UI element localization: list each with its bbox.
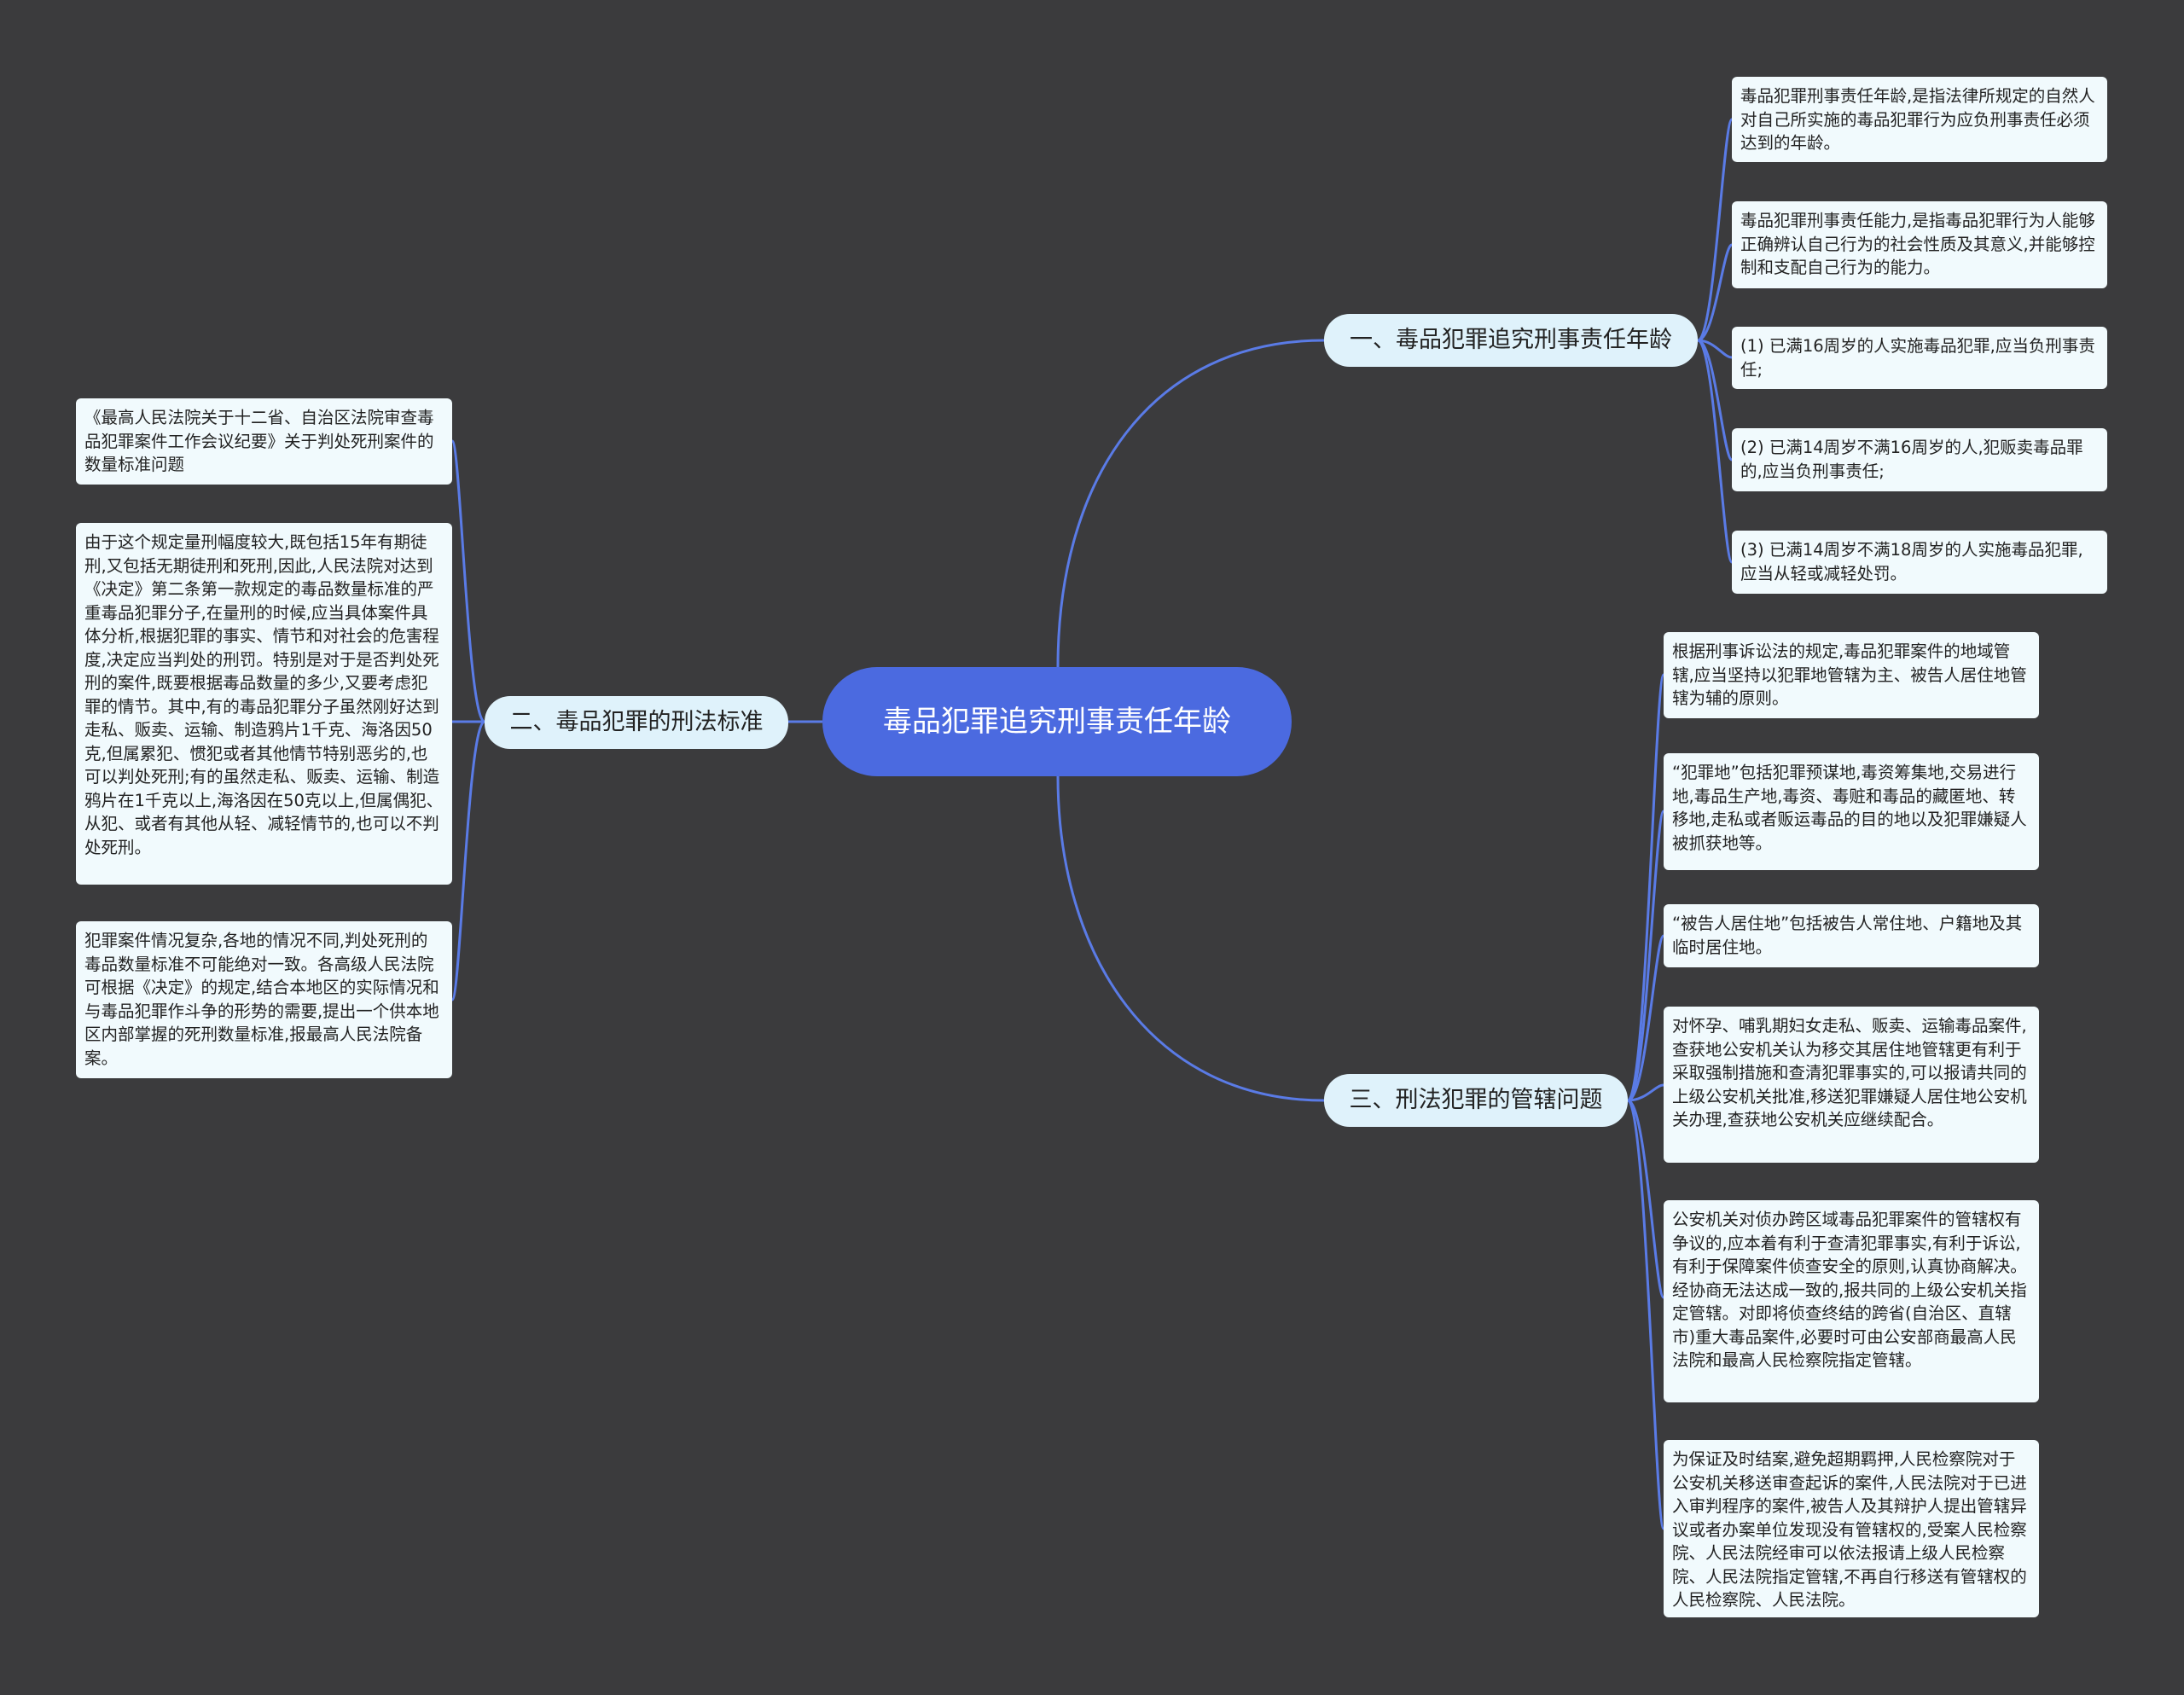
link-b1-leaf4 — [1697, 339, 1734, 564]
leaf-b2-2[interactable]: 由于这个规定量刑幅度较大,既包括15年有期徒刑,又包括无期徒刑和死刑,因此,人民… — [76, 523, 452, 885]
link-b3-leaf0 — [1626, 673, 1665, 1102]
link-b1-leaf1 — [1697, 243, 1734, 342]
leaf-b3-2[interactable]: “犯罪地”包括犯罪预谋地,毒资筹集地,交易进行地,毒品生产地,毒资、毒赃和毒品的… — [1664, 753, 2039, 870]
leaf-b3-6[interactable]: 为保证及时结案,避免超期羁押,人民检察院对于公安机关移送审查起诉的案件,人民法院… — [1664, 1440, 2039, 1617]
leaf-b1-4[interactable]: (2) 已满14周岁不满16周岁的人,犯贩卖毒品罪的,应当负刑事责任; — [1732, 428, 2107, 491]
link-b2-leaf2 — [450, 720, 486, 1001]
branch-jurisdiction[interactable]: 三、刑法犯罪的管辖问题 — [1324, 1074, 1628, 1127]
link-b3-leaf5 — [1626, 1099, 1665, 1530]
link-b1-leaf0 — [1697, 118, 1734, 342]
link-b3-leaf2 — [1627, 934, 1665, 1102]
leaf-b3-5[interactable]: 公安机关对侦办跨区域毒品犯罪案件的管辖权有争议的,应本着有利于查清犯罪事实,有利… — [1664, 1200, 2039, 1402]
leaf-b3-3[interactable]: “被告人居住地”包括被告人常住地、户籍地及其临时居住地。 — [1664, 904, 2039, 967]
link-b3-leaf1 — [1626, 810, 1665, 1102]
leaf-b1-1[interactable]: 毒品犯罪刑事责任年龄,是指法律所规定的自然人对自己所实施的毒品犯罪行为应负刑事责… — [1732, 77, 2107, 162]
leaf-b2-3[interactable]: 犯罪案件情况复杂,各地的情况不同,判处死刑的毒品数量标准不可能绝对一致。各高级人… — [76, 921, 452, 1078]
link-b1-leaf2 — [1697, 339, 1733, 359]
leaf-b3-1[interactable]: 根据刑事诉讼法的规定,毒品犯罪案件的地域管辖,应当坚持以犯罪地管辖为主、被告人居… — [1664, 632, 2039, 718]
leaf-b1-3[interactable]: (1) 已满16周岁的人实施毒品犯罪,应当负刑事责任; — [1732, 327, 2107, 389]
link-root-b1 — [1056, 339, 1325, 668]
branch-criminal-responsibility-age[interactable]: 一、毒品犯罪追究刑事责任年龄 — [1324, 314, 1698, 367]
leaf-b1-2[interactable]: 毒品犯罪刑事责任能力,是指毒品犯罪行为人能够正确辨认自己行为的社会性质及其意义,… — [1732, 201, 2107, 288]
link-b3-leaf3 — [1627, 1083, 1664, 1102]
root-topic[interactable]: 毒品犯罪追究刑事责任年龄 — [822, 667, 1292, 776]
link-b1-leaf3 — [1697, 339, 1734, 461]
leaf-b1-5[interactable]: (3) 已满14周岁不满18周岁的人实施毒品犯罪,应当从轻或减轻处罚。 — [1732, 531, 2107, 594]
leaf-b3-4[interactable]: 对怀孕、哺乳期妇女走私、贩卖、运输毒品案件,查获地公安机关认为移交其居住地管辖更… — [1664, 1007, 2039, 1163]
link-b3-leaf4 — [1627, 1099, 1665, 1299]
branch-criminal-law-standard[interactable]: 二、毒品犯罪的刑法标准 — [485, 696, 788, 749]
leaf-b2-1[interactable]: 《最高人民法院关于十二省、自治区法院审查毒品犯罪案件工作会议纪要》关于判处死刑案… — [76, 398, 452, 485]
link-b2-leaf0 — [450, 439, 486, 723]
link-root-b3 — [1056, 775, 1325, 1102]
